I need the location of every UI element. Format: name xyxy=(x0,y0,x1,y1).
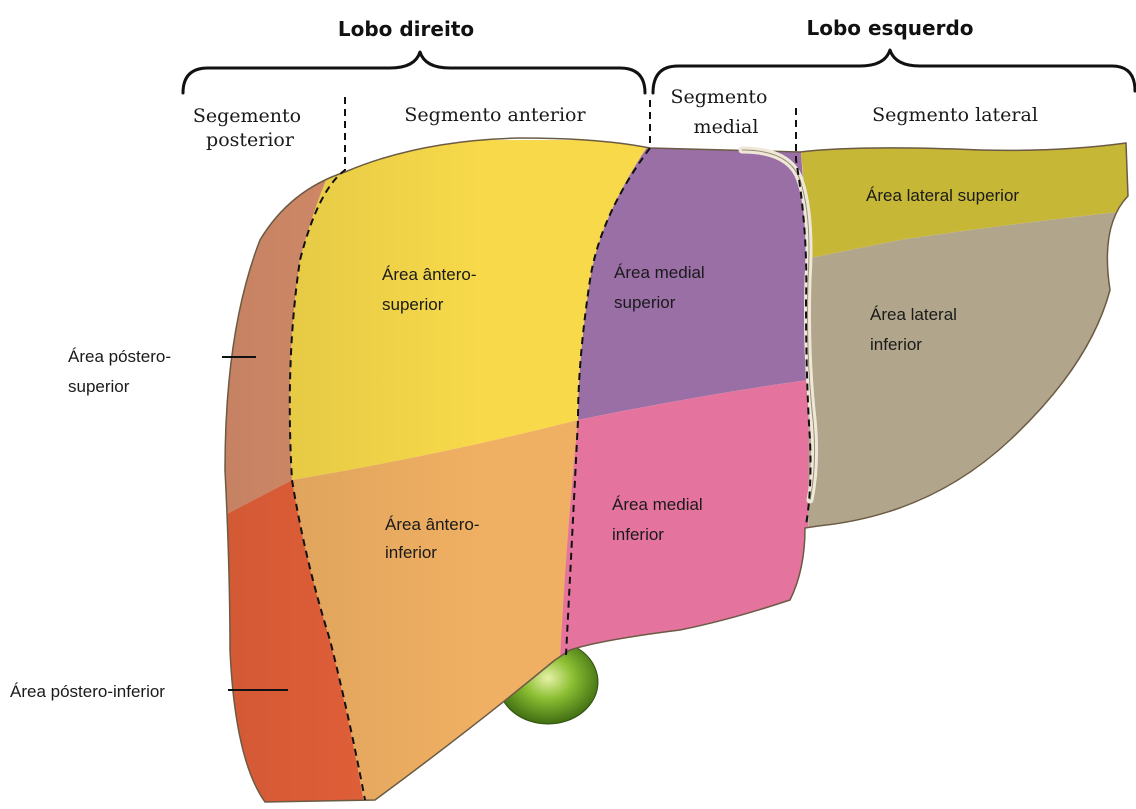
area-medial-superior-line-2: superior xyxy=(614,293,676,312)
area-medial-inferior-line-2: inferior xyxy=(612,525,664,544)
segment-medial-label: Segmento medial xyxy=(670,86,773,138)
right-lobe-label: Lobo direito xyxy=(338,17,474,41)
area-lateral-inferior-line-1: Área lateral xyxy=(870,305,957,324)
area-lateral-superior-label: Área lateral superior xyxy=(866,186,1019,205)
area-postero-superior-line-1: Área póstero- xyxy=(68,347,171,366)
area-medial-inferior-line-1: Área medial xyxy=(612,495,703,514)
area-lateral-inferior-line-2: inferior xyxy=(870,335,922,354)
left-lobe-label: Lobo esquerdo xyxy=(806,16,973,40)
area-antero-inferior-line-2: inferior xyxy=(385,543,437,562)
segment-medial-line-2: medial xyxy=(694,116,759,138)
area-antero-superior-line-1: Área ântero- xyxy=(382,265,477,284)
segment-anterior-label: Segmento anterior xyxy=(404,104,586,126)
area-antero-inferior-line-1: Área ântero- xyxy=(385,515,480,534)
area-medial-superior-line-1: Área medial xyxy=(614,263,705,282)
brace-right-lobe xyxy=(183,52,645,93)
segment-medial-line-1: Segmento xyxy=(670,86,767,108)
liver-regions xyxy=(200,140,1136,809)
area-antero-superior-line-2: superior xyxy=(382,295,444,314)
area-postero-superior-label: Área póstero- superior xyxy=(68,347,176,396)
segment-lateral-label: Segmento lateral xyxy=(872,104,1038,126)
area-postero-superior-line-2: superior xyxy=(68,377,130,396)
segment-posterior-line-1: Segemento xyxy=(193,105,301,127)
segment-posterior-line-2: posterior xyxy=(206,129,295,151)
area-postero-inferior-label: Área póstero-inferior xyxy=(10,682,165,701)
segment-posterior-label: Segemento posterior xyxy=(193,105,307,151)
